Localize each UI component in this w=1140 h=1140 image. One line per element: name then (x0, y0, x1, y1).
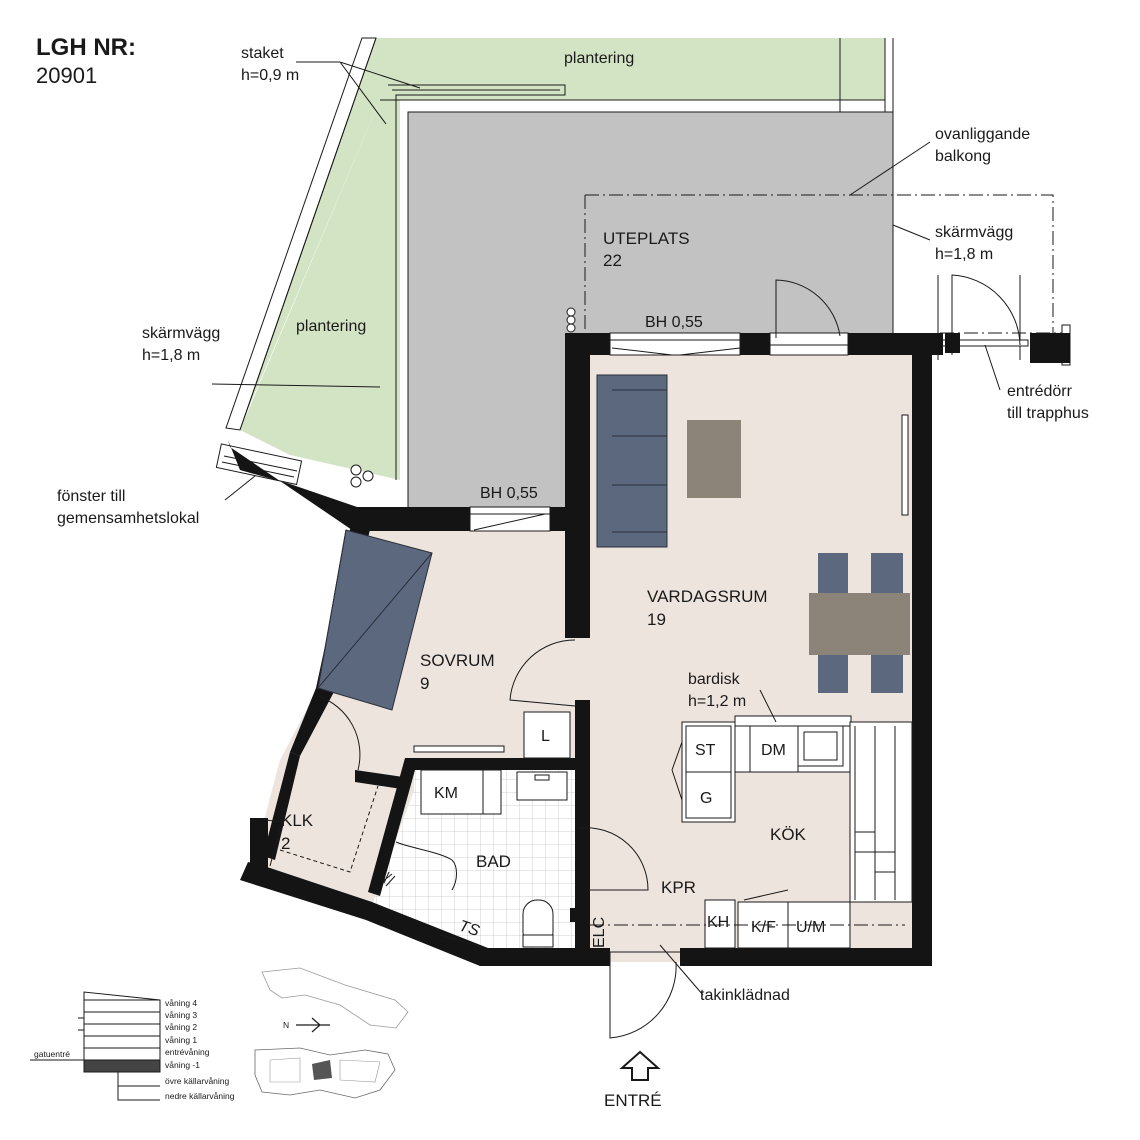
room-label-klk: KLK (281, 811, 314, 830)
compass-label: N (283, 1020, 289, 1030)
legend-floor: våning 4 (165, 998, 197, 1008)
dining-chair (871, 553, 903, 593)
room-label-uteplats: UTEPLATS (603, 229, 690, 248)
legend-floor: våning 3 (165, 1010, 197, 1020)
planting-top (240, 38, 885, 428)
fixture-label-elc: ELC (591, 917, 608, 948)
fixture-label-ts: TS (457, 918, 482, 941)
shelf (413, 745, 505, 753)
leader-lines (211, 61, 1001, 996)
entrance-door[interactable] (609, 952, 677, 1039)
annotation-takinkladnad: takinklädnad (700, 987, 790, 1004)
dishwasher (749, 725, 799, 773)
annotation-bardisk-2: h=1,2 m (688, 693, 746, 710)
room-label-sovrum: SOVRUM (420, 651, 495, 670)
bar-counter (734, 715, 852, 727)
rainwater-markers (350, 307, 576, 488)
annotation-bardisk-1: bardisk (688, 671, 741, 688)
annotation-skarmvagg-right-1: skärmvägg (935, 224, 1013, 241)
legend-floor: nedre källarvåning (165, 1091, 235, 1101)
sofa (596, 374, 668, 548)
terrace-door[interactable] (769, 279, 849, 356)
annotation-entredorr-2: till trapphus (1007, 405, 1089, 422)
annotation-plantering-top: plantering (564, 50, 634, 67)
room-area-klk: 2 (281, 834, 290, 853)
floor-section-legend: våning 4 våning 3 våning 2 våning 1 entr… (30, 991, 235, 1101)
fixture-label-dm: DM (761, 742, 786, 759)
annotation-ovanliggande-2: balkong (935, 148, 991, 165)
legend-floor: våning 1 (165, 1035, 197, 1045)
dining-table (809, 593, 910, 655)
legend-floor: entrévåning (165, 1047, 210, 1057)
legend-floor: övre källarvåning (165, 1076, 230, 1086)
legend-floor: våning 2 (165, 1022, 197, 1032)
annotation-fonster-2: gemensamhetslokal (57, 510, 199, 527)
annotation-skarmvagg-left-2: h=1,8 m (142, 347, 200, 364)
bedroom-door[interactable] (509, 639, 576, 707)
closet-door[interactable] (317, 695, 361, 771)
room-area-sovrum: 9 (420, 674, 429, 693)
fixture-label-l: L (541, 728, 550, 745)
hallway-wardrobe (704, 899, 736, 949)
dining-chair (818, 655, 848, 693)
dining-chair (818, 553, 848, 593)
apartment-label: LGH NR: (36, 34, 136, 61)
annotation-bh-top: BH 0,55 (645, 314, 703, 331)
annotation-entre: ENTRÉ (604, 1091, 662, 1110)
fixture-label-um: U/M (796, 919, 825, 936)
bathroom-door[interactable] (579, 827, 649, 891)
room-label-vardagsrum: VARDAGSRUM (647, 587, 768, 606)
kitchen-side-unit (849, 721, 913, 903)
annotation-ovanliggande-1: ovanliggande (935, 126, 1030, 143)
annotation-skarmvagg-right-2: h=1,8 m (935, 246, 993, 263)
stairwell-door[interactable] (951, 274, 1021, 355)
entrance-arrow-icon (619, 1050, 661, 1081)
apartment-number: 20901 (36, 63, 97, 88)
annotation-plantering-left: plantering (296, 318, 366, 335)
living-window (609, 332, 741, 356)
legend-gatuentre: gatuentré (34, 1049, 70, 1059)
annotation-entredorr-1: entrédörr (1007, 383, 1073, 400)
fixture-label-kf: K/F (751, 919, 776, 936)
room-area-uteplats: 22 (603, 251, 622, 270)
site-key-map: N (254, 967, 409, 1099)
living-side-window (901, 414, 909, 516)
annotation-staket-2: h=0,9 m (241, 67, 299, 84)
annotation-bh-bottom: BH 0,55 (480, 485, 538, 502)
legend-floor: våning -1 (165, 1060, 200, 1070)
annotation-skarmvagg-left-1: skärmvägg (142, 325, 220, 342)
coffee-table (687, 420, 741, 498)
room-label-kpr: KPR (661, 878, 696, 897)
fixture-label-km: KM (434, 785, 458, 802)
dining-chair (871, 655, 903, 693)
wardrobe-l (523, 711, 571, 759)
room-label-bad: BAD (476, 852, 511, 871)
annotation-fonster-1: fönster till (57, 488, 125, 505)
north-arrow-icon (296, 1017, 330, 1033)
fixture-label-st: ST (695, 742, 716, 759)
room-label-kok: KÖK (770, 825, 807, 844)
bedroom-window (469, 506, 551, 532)
room-area-vardagsrum: 19 (647, 610, 666, 629)
fixture-label-kh: KH (707, 914, 729, 931)
fixture-label-g: G (700, 790, 712, 807)
shower-screen (395, 841, 457, 891)
annotation-staket-1: staket (241, 45, 284, 62)
